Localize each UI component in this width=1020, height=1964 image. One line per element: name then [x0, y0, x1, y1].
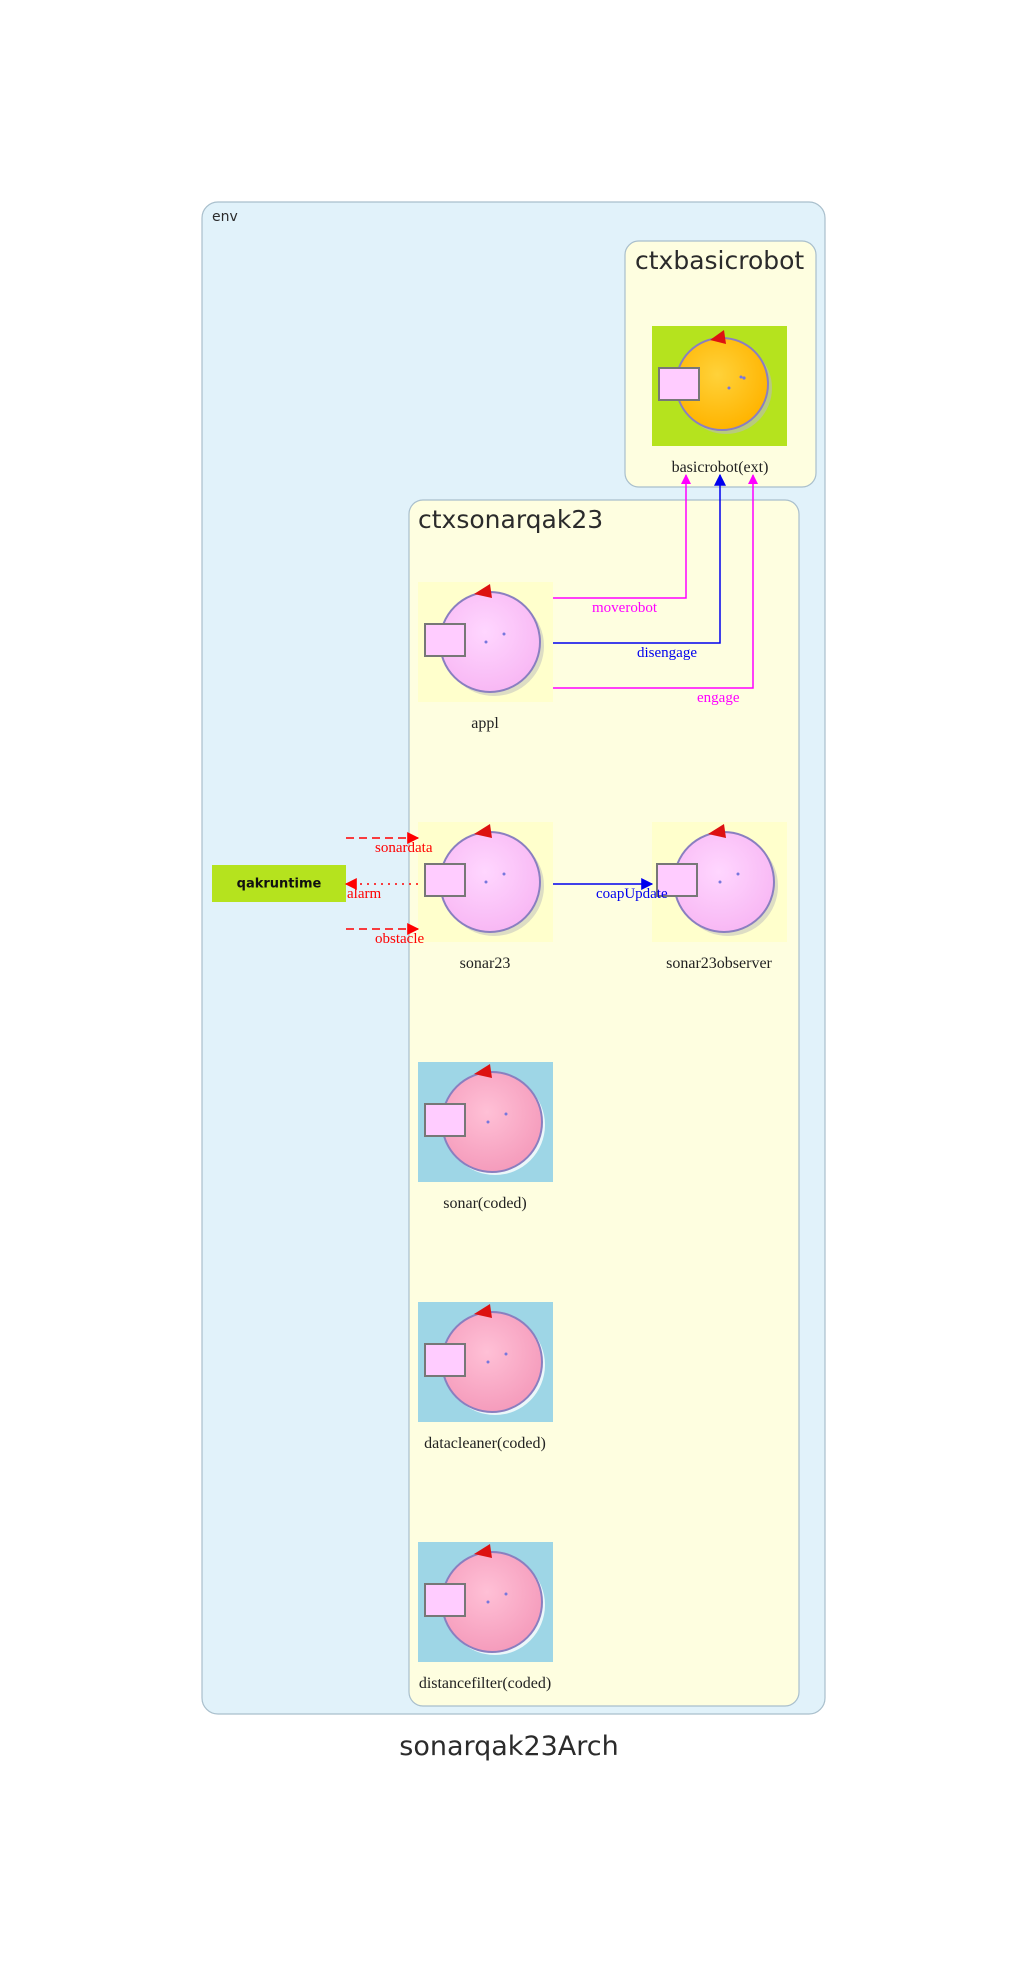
node-sonar23-label: sonar23 [460, 955, 511, 972]
actor-circle-icon [656, 824, 778, 936]
edge-disengage: disengage [553, 473, 726, 661]
edge-coapUpdate: coapUpdate [553, 878, 668, 902]
node-qakruntime-label: qakruntime [237, 877, 322, 892]
node-qakruntime: qakruntime [212, 865, 346, 902]
edge-moverobot: moverobot [553, 474, 691, 616]
edge-engage: engage [553, 474, 758, 706]
edge-sonardata: sonardata [346, 832, 433, 856]
node-distancefilter: distancefilter(coded) [418, 1542, 553, 1692]
edge-coapUpdate-label: coapUpdate [596, 886, 668, 902]
node-basicrobot: basicrobot(ext) [652, 326, 787, 476]
edge-engage-label: engage [697, 690, 740, 706]
actor-circle-icon [424, 584, 544, 696]
coded-actor-icon [424, 1304, 545, 1415]
node-sonar: sonar(coded) [418, 1062, 553, 1212]
node-appl: appl [418, 582, 553, 732]
node-qakruntime-box [212, 865, 346, 902]
node-datacleaner-label: datacleaner(coded) [424, 1435, 546, 1452]
node-distancefilter-label: distancefilter(coded) [419, 1675, 551, 1692]
actor-circle-icon [424, 824, 544, 936]
edge-alarm: alarm [344, 878, 418, 902]
edge-sonardata-label: sonardata [375, 840, 433, 856]
node-sonar-label: sonar(coded) [443, 1195, 527, 1212]
edge-disengage-label: disengage [637, 645, 697, 661]
node-sonar23observer: sonar23observer [652, 822, 787, 972]
node-sonar23: sonar23 [418, 822, 553, 972]
coded-actor-icon [424, 1064, 545, 1175]
edge-moverobot-label: moverobot [592, 600, 658, 616]
edge-obstacle: obstacle [346, 923, 424, 947]
cluster-ctxsonarqak23-label: ctxsonarqak23 [418, 505, 603, 534]
node-basicrobot-label: basicrobot(ext) [672, 459, 769, 476]
node-appl-label: appl [471, 715, 499, 732]
cluster-ctxbasicrobot-label: ctxbasicrobot [635, 246, 804, 275]
cluster-env-label: env [212, 209, 238, 225]
edge-alarm-label: alarm [347, 886, 381, 902]
coded-actor-icon [424, 1544, 545, 1655]
external-actor-icon [658, 330, 772, 434]
diagram-title: sonarqak23Arch [399, 1731, 618, 1762]
node-sonar23observer-label: sonar23observer [666, 955, 772, 972]
node-datacleaner: datacleaner(coded) [418, 1302, 553, 1452]
edge-obstacle-label: obstacle [375, 931, 424, 947]
